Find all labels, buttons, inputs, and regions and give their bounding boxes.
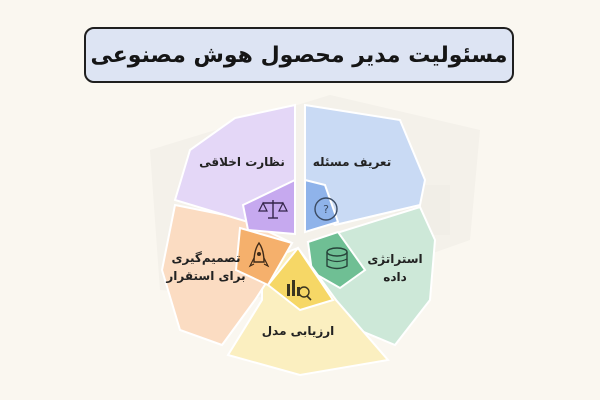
label-data-strategy-line2: داده	[383, 270, 407, 284]
question-bubble-icon: ?	[323, 203, 329, 216]
page-title: مسئولیت مدیر محصول هوش مصنوعی	[90, 42, 508, 68]
segment-ethics-inner	[241, 178, 296, 236]
segment-problem-definition: ? تعریف مسئله	[304, 103, 427, 234]
rocket-icon	[248, 241, 270, 268]
segment-eval-inner	[266, 246, 335, 312]
balance-scale-icon	[258, 200, 288, 219]
label-deployment-decision-line2: برای استقرار	[165, 269, 245, 283]
database-icon	[326, 247, 348, 270]
label-ethical-oversight: نظارت اخلاقی	[199, 155, 285, 169]
label-deployment-decision-line1: تصمیم‌گیری	[171, 251, 240, 265]
segment-deployment-decision: تصمیم‌گیری برای استقرار	[160, 203, 294, 347]
label-model-evaluation: ارزیابی مدل	[262, 324, 335, 338]
segment-ethical-oversight: نظارت اخلاقی	[173, 103, 296, 236]
chart-search-icon	[287, 280, 312, 301]
title-box: مسئولیت مدیر محصول هوش مصنوعی	[84, 27, 514, 83]
label-problem-definition: تعریف مسئله	[313, 155, 391, 169]
label-data-strategy-line1: استراتژی	[367, 252, 422, 266]
